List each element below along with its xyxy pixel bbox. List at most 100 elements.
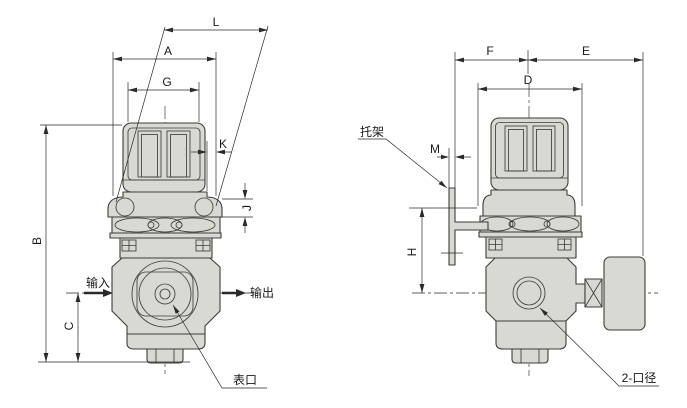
front-collar-right-boss xyxy=(194,197,214,217)
front-flange xyxy=(109,232,222,239)
dim-arrow xyxy=(573,86,582,92)
dim-label-H: H xyxy=(405,248,419,257)
dim-arrow xyxy=(113,56,122,62)
dim-arrow xyxy=(519,57,528,63)
dim-arrow xyxy=(164,27,173,33)
front-drain-flats xyxy=(155,349,175,363)
dim-label-D: D xyxy=(524,73,533,87)
front-view: 输入 输出 表口 L A G K J xyxy=(30,15,274,389)
side-drain-plug xyxy=(511,348,549,364)
side-drain-flats xyxy=(520,349,540,363)
side-knob-slot-inner xyxy=(536,129,552,172)
dim-arrow xyxy=(441,154,449,160)
dim-J-extensions xyxy=(222,198,253,218)
dim-arrow xyxy=(43,125,49,134)
side-upper-body xyxy=(485,236,577,259)
side-port-inner-circle xyxy=(516,280,542,306)
side-bonnet-collar xyxy=(482,189,576,217)
front-gauge-window xyxy=(136,271,194,317)
inlet-label: 输入 xyxy=(86,275,110,290)
front-bonnet-nut xyxy=(111,216,221,234)
side-flange xyxy=(478,231,583,238)
inlet-flow-arrow xyxy=(84,289,113,297)
dim-arrow xyxy=(259,27,268,33)
dim-arrow xyxy=(216,149,225,155)
port-size-label: 2-口径 xyxy=(622,371,657,385)
dim-label-F: F xyxy=(486,44,493,58)
front-bowl xyxy=(126,333,206,350)
dim-arrow xyxy=(190,87,199,93)
dim-A-extensions xyxy=(112,52,217,196)
front-collar-left-boss xyxy=(115,197,135,217)
dim-G-extensions xyxy=(127,82,200,122)
side-nut-facet xyxy=(546,216,580,232)
front-gauge-outer-circle xyxy=(131,260,199,328)
dim-label-A: A xyxy=(164,44,172,58)
dim-D-extensions xyxy=(477,83,583,206)
front-nut-facet xyxy=(170,217,216,233)
bracket-leader xyxy=(358,138,448,189)
side-left-tab-lines xyxy=(489,239,502,250)
dim-FE-extensions xyxy=(454,50,644,256)
side-bowl xyxy=(495,320,567,350)
front-nut-detail xyxy=(175,221,183,229)
outlet-label: 输出 xyxy=(250,285,274,300)
gauge-body-side xyxy=(603,256,646,331)
dim-arrow xyxy=(455,57,464,63)
dim-L-extensions xyxy=(115,25,269,207)
front-nut-facet xyxy=(114,217,160,233)
dim-label-G: G xyxy=(162,75,171,89)
front-gauge-hub xyxy=(154,283,176,305)
dim-arrow xyxy=(128,87,137,93)
dim-arrow xyxy=(419,284,425,293)
side-knob-inner-border xyxy=(495,122,564,179)
front-gauge-inner-circle xyxy=(138,267,192,321)
dim-label-J: J xyxy=(240,205,254,211)
dim-arrow xyxy=(207,56,216,62)
port-size-leader xyxy=(539,307,659,387)
front-left-tab-lines xyxy=(122,240,136,251)
gauge-port-leader-arrow xyxy=(173,305,180,314)
front-drain-plug xyxy=(146,348,184,364)
dim-B-extensions xyxy=(38,124,190,363)
dim-arrow xyxy=(198,149,207,155)
side-view: 托架 2-口径 F E D M H xyxy=(358,44,659,387)
dim-arrow xyxy=(242,217,248,226)
gauge-port-label: 表口 xyxy=(233,373,257,387)
side-main-body xyxy=(485,257,586,322)
front-knob-slot-inner xyxy=(141,134,158,178)
front-knob-inner-border xyxy=(127,127,201,181)
dim-arrow xyxy=(75,293,81,302)
front-upper-body xyxy=(119,237,213,259)
dim-label-L: L xyxy=(213,15,220,29)
dim-arrow xyxy=(478,86,487,92)
dim-arrow xyxy=(242,190,248,199)
side-nut-detail xyxy=(508,220,516,228)
front-bonnet-collar xyxy=(107,191,223,218)
bracket-label: 托架 xyxy=(360,125,384,139)
dim-arrow xyxy=(75,353,81,362)
gauge-port-leader xyxy=(172,304,267,389)
side-knob-slot-inner xyxy=(508,129,524,172)
dim-label-B: B xyxy=(30,237,44,245)
dim-label-K: K xyxy=(219,137,227,151)
front-main-body xyxy=(111,257,221,335)
port-size-leader-arrow xyxy=(540,308,548,316)
side-right-tab-lines xyxy=(558,239,571,250)
gauge-connector-cross xyxy=(584,278,603,308)
dim-arrow xyxy=(419,208,425,217)
mounting-bracket xyxy=(448,187,489,266)
dim-arrow xyxy=(455,154,464,160)
side-port-outer-circle xyxy=(512,276,546,310)
bracket-leader-arrow xyxy=(438,180,447,188)
dim-label-M: M xyxy=(430,142,440,156)
front-right-tab-lines xyxy=(196,240,210,251)
outlet-flow-arrow xyxy=(222,289,246,297)
front-knob-slot-inner xyxy=(170,134,187,178)
dim-label-C: C xyxy=(62,321,76,330)
front-nut-detail xyxy=(147,221,155,229)
dim-label-E: E xyxy=(582,44,590,58)
side-bonnet-nut xyxy=(479,215,582,233)
